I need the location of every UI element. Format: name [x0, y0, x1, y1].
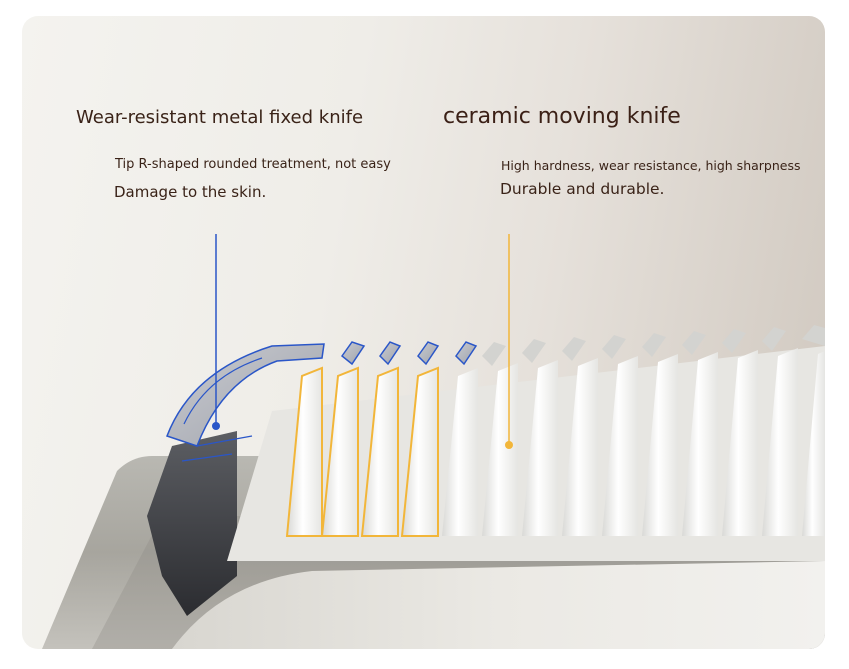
ceramic-knife-title: ceramic moving knife: [443, 104, 681, 129]
fixed-knife-description-line-1: Tip R-shaped rounded treatment, not easy: [115, 157, 391, 172]
blade-illustration: [42, 234, 825, 649]
fixed-knife-description-line-2: Damage to the skin.: [114, 183, 267, 201]
fixed-knife-cap: [166, 341, 478, 447]
inner-cavity: [147, 431, 237, 616]
ceramic-knife-description-line-2: Durable and durable.: [500, 180, 665, 198]
fixed-teeth-tips: [482, 325, 825, 366]
ceramic-knife-description-line-1: High hardness, wear resistance, high sha…: [501, 158, 801, 173]
product-feature-card: Wear-resistant metal fixed knife Tip R-s…: [22, 16, 825, 649]
ceramic-knife-pointer-dot: [505, 441, 513, 449]
ceramic-teeth: [285, 348, 825, 537]
fixed-knife-title: Wear-resistant metal fixed knife: [76, 107, 364, 128]
fixed-knife-pointer-dot: [212, 422, 220, 430]
fixed-knife-outline: [181, 357, 263, 462]
blade-base: [172, 561, 825, 649]
